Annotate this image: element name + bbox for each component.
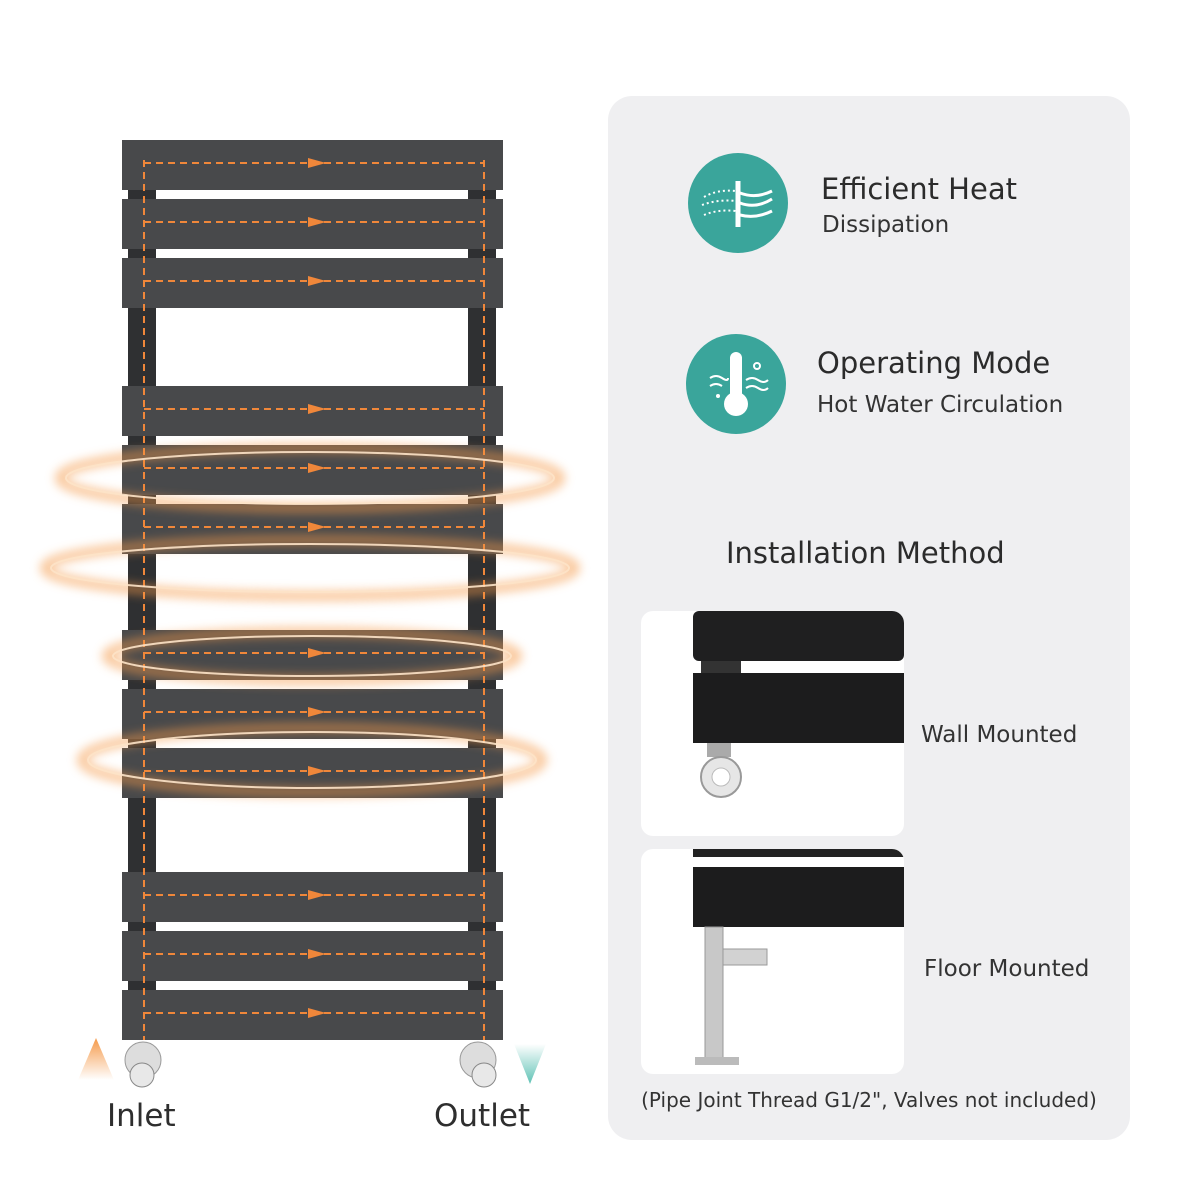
flow-arrow-icon (308, 404, 326, 414)
outlet-valve-icon (459, 1041, 497, 1088)
features-panel: Efficient Heat Dissipation Operating Mod… (608, 96, 1130, 1140)
heat-dissipation-icon (688, 153, 788, 253)
installation-heading: Installation Method (726, 536, 1005, 570)
heat-glow (55, 443, 565, 513)
flow-arrow-icon (308, 1008, 326, 1018)
heat-glow (87, 731, 537, 789)
feature-title: Efficient Heat (821, 172, 1017, 206)
inlet-label: Inlet (107, 1098, 176, 1134)
flow-arrow-icon (308, 707, 326, 717)
radiator-illustration (40, 140, 580, 1088)
outlet-arrow-icon (514, 1044, 546, 1084)
heat-glow (65, 451, 555, 505)
flow-arrow-icon (308, 463, 326, 473)
feature-subtitle: Hot Water Circulation (817, 392, 1064, 418)
wall-mounted-image (641, 611, 904, 836)
floor-mounted-label: Floor Mounted (924, 956, 1090, 982)
outlet-label: Outlet (434, 1098, 531, 1134)
flow-arrow-icon (308, 949, 326, 959)
heat-glow (102, 627, 522, 685)
flow-arrow-icon (308, 890, 326, 900)
heat-glow (50, 543, 570, 593)
flow-arrow-icon (308, 158, 326, 168)
heat-glow (112, 635, 512, 677)
flow-arrow-icon (308, 217, 326, 227)
inlet-valve-icon (124, 1041, 162, 1088)
inlet-arrow-icon (78, 1038, 114, 1080)
floor-mounted-image (641, 849, 904, 1074)
wall-mounted-label: Wall Mounted (921, 722, 1078, 748)
installation-note: (Pipe Joint Thread G1/2", Valves not inc… (641, 1088, 1097, 1112)
flow-arrow-icon (308, 766, 326, 776)
feature-subtitle: Dissipation (822, 212, 950, 238)
flow-arrow-icon (308, 522, 326, 532)
feature-title: Operating Mode (817, 346, 1051, 380)
flow-arrow-icon (308, 276, 326, 286)
heat-glow (77, 723, 547, 797)
thermometer-icon (686, 334, 786, 434)
heat-glow (40, 535, 580, 601)
flow-arrow-icon (308, 648, 326, 658)
